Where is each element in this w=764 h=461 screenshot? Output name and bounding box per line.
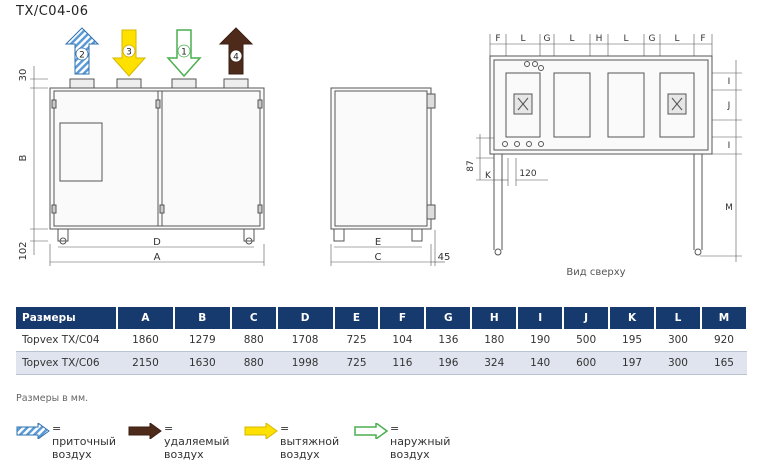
airflow-legend: = приточный воздух = удаляемый воздух = … <box>16 422 756 461</box>
arrow-number-3: 3 <box>126 48 132 58</box>
table-cell: Topvex TX/C06 <box>16 351 117 375</box>
exhaust-air-icon <box>128 423 162 439</box>
dim-k-label: K <box>485 171 492 181</box>
table-header-cell: C <box>230 307 278 329</box>
top-view-labels: F L G L H L G L F I J I M 87 K 120 <box>466 34 733 213</box>
technical-drawing: 2 3 1 4 <box>18 27 742 278</box>
table-header-cell: D <box>276 307 335 329</box>
side-view <box>330 87 445 266</box>
table-cell: 300 <box>655 351 701 375</box>
dim-i1-label: I <box>728 77 731 87</box>
table-header-cell: B <box>173 307 232 329</box>
dim-g1-label: G <box>544 34 551 44</box>
table-cell: 136 <box>425 329 472 352</box>
table-header-cell: Размеры <box>16 307 118 329</box>
top-view <box>476 34 742 262</box>
dim-j-label: J <box>727 101 731 111</box>
table-cell: 116 <box>379 351 426 375</box>
table-cell: 196 <box>425 351 472 375</box>
table-header-cell: G <box>425 307 473 329</box>
table-cell: 1998 <box>276 351 334 375</box>
table-header-row: Размеры A B C D E F G H I J K L M <box>16 307 749 329</box>
table-cell: 190 <box>517 329 564 352</box>
extract-air-arrow: 3 <box>111 29 147 77</box>
dim-c-label: C <box>375 252 382 263</box>
dim-102-label: 102 <box>18 241 29 260</box>
legend-label-supply: = приточный воздух <box>52 422 116 461</box>
arrow-number-2: 2 <box>79 51 85 61</box>
dim-l2-label: L <box>569 34 574 44</box>
table-cell: 1860 <box>117 329 174 352</box>
dim-l1-label: L <box>520 34 525 44</box>
legend-label-extract: = вытяжной воздух <box>280 422 340 461</box>
side-view-labels: E C 45 <box>375 237 451 263</box>
table-header-cell: E <box>333 307 381 329</box>
supply-air-icon <box>16 423 50 439</box>
table-cell: 2150 <box>117 351 174 375</box>
dim-m-label: M <box>725 203 733 213</box>
dim-h-label: H <box>596 34 603 44</box>
table-header-cell: F <box>379 307 427 329</box>
table-cell: 1279 <box>173 329 231 352</box>
table-header-cell: M <box>700 307 749 329</box>
table-header-cell: A <box>117 307 175 329</box>
table-header-cell: I <box>517 307 565 329</box>
table-cell: 104 <box>379 329 426 352</box>
units-note: Размеры в мм. <box>16 393 89 404</box>
arrow-number-4: 4 <box>233 53 239 63</box>
arrow-number-1: 1 <box>181 48 187 58</box>
exhaust-air-arrow: 4 <box>218 27 254 75</box>
dim-l3-label: L <box>623 34 628 44</box>
outdoor-air-arrow: 1 <box>166 29 202 78</box>
table-cell: 180 <box>471 329 518 352</box>
dim-30-label: 30 <box>18 69 29 82</box>
table-header-cell: J <box>563 307 611 329</box>
table-cell: 140 <box>517 351 564 375</box>
table-cell: 920 <box>700 329 747 352</box>
table-row: Topvex TX/C04 1860 1279 880 1708 725 104… <box>16 329 747 352</box>
top-view-caption: Вид сверху <box>566 267 625 278</box>
dim-b-label: B <box>18 154 29 161</box>
table-cell: 1630 <box>173 351 231 375</box>
dim-45-label: 45 <box>438 252 451 263</box>
table-cell: 165 <box>700 351 747 375</box>
table-header-cell: H <box>471 307 519 329</box>
table-cell: 725 <box>333 329 380 352</box>
front-view <box>30 66 265 266</box>
table-cell: 600 <box>563 351 610 375</box>
dim-a-label: A <box>154 252 161 263</box>
table-cell: 197 <box>609 351 655 375</box>
dim-f1-label: F <box>495 34 500 44</box>
dim-d-label: D <box>153 237 161 248</box>
legend-label-outdoor: = наружный воздух <box>390 422 451 461</box>
dim-e-label: E <box>375 237 381 248</box>
table-row: Topvex TX/C06 2150 1630 880 1998 725 116… <box>16 351 747 375</box>
table-cell: 880 <box>230 351 277 375</box>
extract-air-icon <box>244 423 278 439</box>
front-view-labels: 30 B 102 D A <box>18 69 161 263</box>
supply-air-arrow: 2 <box>64 27 100 75</box>
dim-87-label: 87 <box>466 160 476 171</box>
dimensions-table: Размеры A B C D E F G H I J K L M Topvex… <box>16 307 749 375</box>
dim-g2-label: G <box>649 34 656 44</box>
table-cell: 500 <box>563 329 610 352</box>
table-cell: 324 <box>471 351 518 375</box>
legend-label-exhaust: = удаляемый воздух <box>164 422 230 461</box>
dim-120-label: 120 <box>519 169 536 179</box>
table-header-cell: L <box>655 307 702 329</box>
dim-i2-label: I <box>728 141 731 151</box>
table-cell: 725 <box>333 351 380 375</box>
dim-l4-label: L <box>674 34 679 44</box>
table-header-cell: K <box>609 307 656 329</box>
table-cell: 880 <box>230 329 277 352</box>
table-cell: Topvex TX/C04 <box>16 329 117 352</box>
table-cell: 300 <box>655 329 701 352</box>
dim-f2-label: F <box>700 34 705 44</box>
table-cell: 1708 <box>276 329 334 352</box>
page-title: TX/C04-06 <box>16 4 89 19</box>
table-cell: 195 <box>609 329 655 352</box>
outdoor-air-icon <box>354 423 388 439</box>
